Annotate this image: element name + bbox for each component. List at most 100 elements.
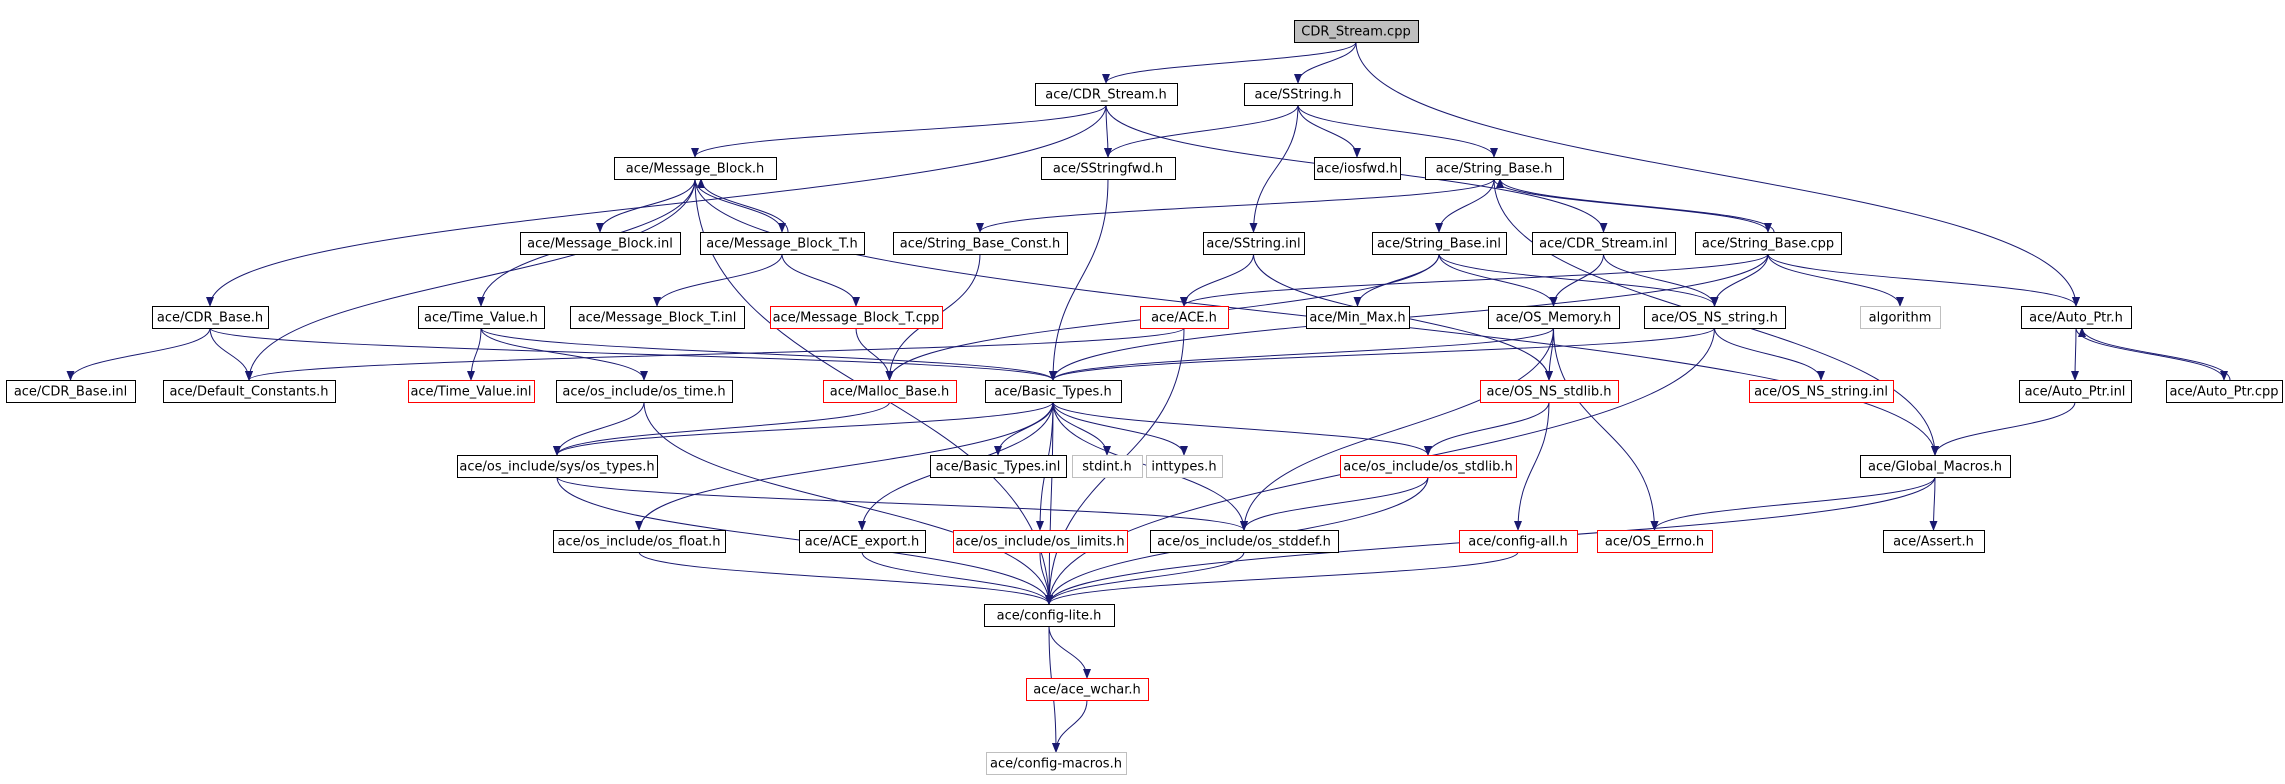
edge-line [596,178,696,233]
node-box [152,306,269,329]
node-ace-string-base-inl[interactable]: ace/String_Base.inl [1372,232,1507,255]
node-ace-auto-ptr-inl[interactable]: ace/Auto_Ptr.inl [2019,380,2132,403]
node-ace-iosfwd-h[interactable]: ace/iosfwd.h [1314,157,1401,180]
node-ace-os-ns-string-h[interactable]: ace/OS_NS_string.h [1644,306,1786,329]
node-ace-basic-types-h[interactable]: ace/Basic_Types.h [985,380,1122,403]
node-box [770,306,943,329]
node-box [1072,455,1143,478]
edge-line [781,253,860,307]
node-ace-cdr-base-inl[interactable]: ace/CDR_Base.inl [6,380,136,403]
edge-line [1049,327,1554,381]
edge-ace_message_block_t_h-to-ace_message_block_t_cpp [781,253,860,307]
node-ace-time-value-inl[interactable]: ace/Time_Value.inl [408,380,535,403]
node-box [893,232,1068,255]
node-ace-string-base-cpp[interactable]: ace/String_Base.cpp [1695,232,1842,255]
node-label: stdint.h [1082,460,1131,475]
node-box [823,380,957,403]
edge-ace_sstringfwd_h-to-ace_basic_types_h [1049,178,1109,381]
edge-line [694,178,786,233]
edge-ace_message_block_h-to-ace_message_block_t_h [694,178,786,233]
node-ace-message-block-inl[interactable]: ace/Message_Block.inl [520,232,681,255]
node-ace-cdr-base-h[interactable]: ace/CDR_Base.h [152,306,269,329]
node-box [1749,380,1894,403]
edge-line [480,327,648,381]
edge-ace_message_block_h-to-ace_default_constants_h [245,178,696,381]
node-label: ace/ace_wchar.h [1033,683,1141,698]
node-ace-auto-ptr-cpp[interactable]: ace/Auto_Ptr.cpp [2166,380,2283,403]
edge-line [1052,699,1088,753]
edge-ace_string_base_cpp-to-ace_os_ns_string_h [1710,253,1769,307]
edge-ace_os_ns_string_h-to-ace_basic_types_h [1049,327,1715,381]
node-ace-sstring-inl[interactable]: ace/SString.inl [1203,232,1305,255]
node-ace-auto-ptr-h[interactable]: ace/Auto_Ptr.h [2021,306,2132,329]
node-label: ace/Assert.h [1893,535,1974,550]
node-ace-message-block-t-h[interactable]: ace/Message_Block_T.h [700,232,865,255]
node-ace-config-all-h[interactable]: ace/config-all.h [1459,530,1578,553]
node-box [1314,157,1401,180]
node-ace-basic-types-inl[interactable]: ace/Basic_Types.inl [930,455,1067,478]
edge-ace_sstring_h-to-ace_string_base_h [1297,104,1498,158]
node-ace-sstringfwd-h[interactable]: ace/SStringfwd.h [1041,157,1176,180]
node-ace-os-include-os-limits-h[interactable]: ace/os_include/os_limits.h [953,530,1128,553]
node-box [700,232,865,255]
node-ace-config-lite-h[interactable]: ace/config-lite.h [984,604,1115,627]
node-label: ace/SString.inl [1206,237,1300,252]
node-ace-message-block-t-inl[interactable]: ace/Message_Block_T.inl [570,306,745,329]
node-ace-cdr-stream-inl[interactable]: ace/CDR_Stream.inl [1532,232,1676,255]
node-label: ace/Basic_Types.h [994,385,1111,400]
edge-ace_string_base_inl-to-ace_min_max_h [1353,253,1440,307]
node-ace-os-include-sys-os-types-h[interactable]: ace/os_include/sys/os_types.h [457,455,658,478]
node-label: CDR_Stream.cpp [1301,25,1410,40]
edge-ace_cdr_stream_h-to-ace_message_block_h [691,104,1107,158]
edge-line [653,253,783,307]
node-box [1306,306,1410,329]
node-ace-os-include-os-stdlib-h[interactable]: ace/os_include/os_stdlib.h [1340,455,1517,478]
edge-ace_ace_export_h-to-ace_config_lite_h [861,551,1053,605]
node-box [1146,455,1223,478]
node-ace-os-memory-h[interactable]: ace/OS_Memory.h [1488,306,1620,329]
edge-ace_string_base_h-to-ace_string_base_inl [1435,178,1495,233]
node-ace-time-value-h[interactable]: ace/Time_Value.h [418,306,545,329]
edge-ace_global_macros_h-to-ace_assert_h [1929,476,1938,531]
node-ace-message-block-t-cpp[interactable]: ace/Message_Block_T.cpp [770,306,943,329]
edge-ace_os_include_sys_os_types_h-to-ace_os_include_os_stddef_h [556,476,1248,531]
edge-ace_os_include_os_stdlib_h-to-ace_os_include_os_stddef_h [1240,476,1429,531]
node-label: ace/Global_Macros.h [1868,460,2002,475]
node-ace-ace-h[interactable]: ace/ACE.h [1140,306,1229,329]
node-ace-cdr-stream-h[interactable]: ace/CDR_Stream.h [1035,83,1178,106]
node-ace-os-include-os-float-h[interactable]: ace/os_include/os_float.h [553,530,726,553]
edge-line [1435,178,1495,233]
node-cdr-stream-cpp[interactable]: CDR_Stream.cpp [1294,20,1419,43]
node-ace-os-include-os-stddef-h[interactable]: ace/os_include/os_stddef.h [1150,530,1339,553]
node-ace-default-constants-h[interactable]: ace/Default_Constants.h [163,380,336,403]
node-ace-os-include-os-time-h[interactable]: ace/os_include/os_time.h [556,380,733,403]
node-ace-string-base-const-h[interactable]: ace/String_Base_Const.h [893,232,1068,255]
edge-cdr_stream_cpp-to-ace_sstring_h [1294,41,1357,84]
node-label: ace/Message_Block_T.cpp [773,311,940,326]
node-ace-string-base-h[interactable]: ace/String_Base.h [1425,157,1564,180]
edge-line [553,401,1054,456]
edge-ace_os_memory_h-to-ace_basic_types_h [1049,327,1554,381]
node-ace-min-max-h[interactable]: ace/Min_Max.h [1306,306,1410,329]
node-ace-ace-export-h[interactable]: ace/ACE_export.h [799,530,926,553]
edge-ace_string_base_inl-to-ace_os_ns_string_h [1438,253,1719,307]
node-ace-message-block-h[interactable]: ace/Message_Block.h [614,157,777,180]
edge-ace_os_ns_stdlib_h-to-ace_config_all_h [1514,401,1550,531]
node-ace-os-errno-h[interactable]: ace/OS_Errno.h [1597,530,1713,553]
edge-line [1240,327,1554,531]
node-ace-global-macros-h[interactable]: ace/Global_Macros.h [1860,455,2011,478]
node-ace-os-ns-string-inl[interactable]: ace/OS_NS_string.inl [1749,380,1894,403]
edge-line [1424,401,1550,456]
node-ace-sstring-h[interactable]: ace/SString.h [1244,83,1353,106]
node-ace-assert-h[interactable]: ace/Assert.h [1883,530,1985,553]
node-ace-ace-wchar-h[interactable]: ace/ace_wchar.h [1026,678,1149,701]
node-label: ace/SString.h [1255,88,1342,103]
edge-ace_os_ns_stdlib_h-to-ace_os_include_os_stdlib_h [1424,401,1550,456]
node-ace-malloc-base-h[interactable]: ace/Malloc_Base.h [823,380,957,403]
edge-line [691,104,1107,158]
node-label: ace/String_Base_Const.h [900,237,1060,252]
node-label: ace/Malloc_Base.h [830,385,950,400]
edge-ace_cdr_stream_inl-to-ace_os_memory_h [1549,253,1604,307]
node-ace-os-ns-stdlib-h[interactable]: ace/OS_NS_stdlib.h [1480,380,1619,403]
edge-line [697,178,789,233]
